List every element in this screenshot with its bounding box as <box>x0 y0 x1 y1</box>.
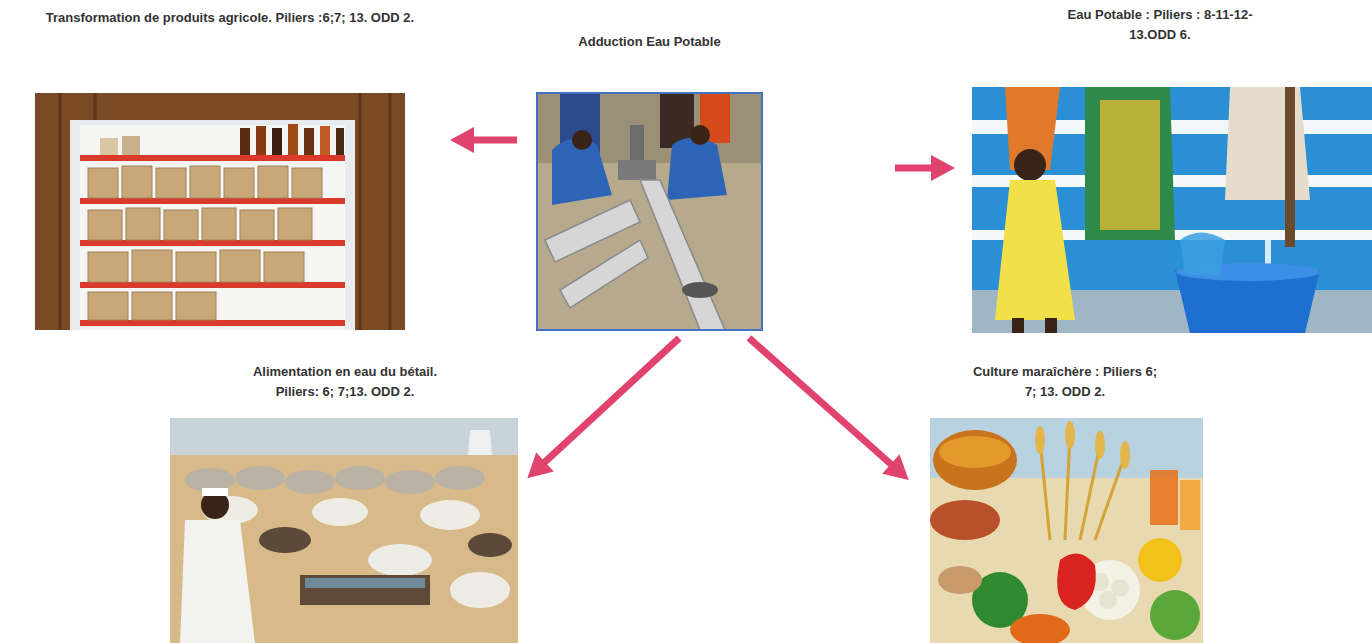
pipe-works-photo <box>537 93 762 330</box>
node-caption: Transformation de produits agricole. Pil… <box>25 8 435 28</box>
photo-node: Transformation de produits agricole. Pil… <box>25 8 435 330</box>
vegetables-photo <box>930 418 1203 643</box>
node-caption: Culture maraîchère : Piliers 6; 7; 13. O… <box>973 362 1158 401</box>
photo-node: Eau Potable : Piliers : 8-11-12-13.ODD 6… <box>960 5 1360 333</box>
arrow-connector <box>749 338 909 480</box>
arrow-connector <box>895 155 955 181</box>
node-caption: Adduction Eau Potable <box>537 32 762 52</box>
node-caption: Alimentation en eau du bétail. Piliers: … <box>233 362 458 401</box>
arrow-connector <box>527 338 679 478</box>
photo-node: Alimentation en eau du bétail. Piliers: … <box>170 362 520 643</box>
node-caption: Eau Potable : Piliers : 8-11-12-13.ODD 6… <box>1060 5 1260 44</box>
livestock-photo <box>170 418 518 643</box>
arrow-connector <box>450 127 517 153</box>
photo-node: Culture maraîchère : Piliers 6; 7; 13. O… <box>920 362 1210 643</box>
shelf-photo <box>35 93 405 330</box>
photo-node: Adduction Eau Potable <box>537 32 762 330</box>
water-point-photo <box>972 87 1372 333</box>
